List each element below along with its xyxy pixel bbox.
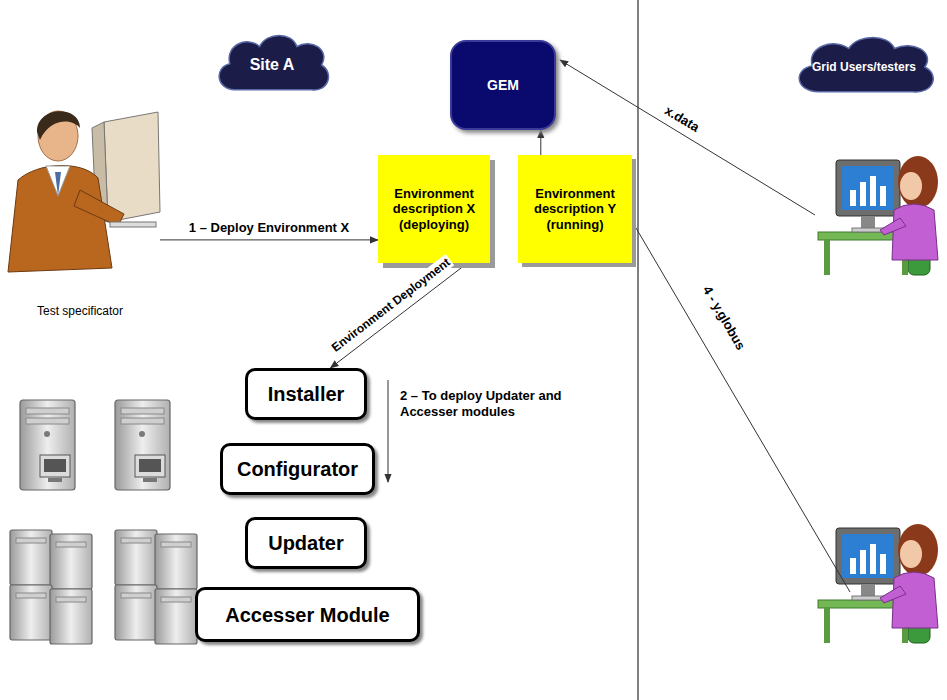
- free-label: 2 – To deploy Updater and Accesser modul…: [398, 388, 602, 419]
- node-text: Installer: [268, 382, 345, 406]
- cloud-outline: [219, 35, 328, 89]
- node-text: Test specificator: [37, 304, 123, 318]
- node-text: Environment description Y (running): [523, 186, 627, 233]
- process-box: Accesser Module: [195, 587, 420, 642]
- user-figure: [818, 156, 938, 275]
- cloud-node: Site A: [210, 28, 334, 102]
- process-box: Updater: [245, 517, 367, 569]
- process-box: Installer: [245, 368, 367, 420]
- connector-arrow: [160, 239, 378, 240]
- user-figure: [818, 524, 938, 643]
- person-node: Test specificator: [0, 95, 160, 320]
- server-tower: [20, 400, 75, 490]
- node-text: Accesser Module: [225, 603, 390, 627]
- free-label: 4 - y.globus: [698, 282, 749, 355]
- connector-arrow: [540, 130, 541, 155]
- edge-label: 1 – Deploy Environment X: [187, 220, 351, 236]
- leader-line: [636, 228, 850, 592]
- server-rack: [115, 530, 197, 644]
- step-arrow: [388, 380, 389, 482]
- node-text: Updater: [268, 531, 344, 555]
- process-box: Environment description Y (running): [518, 155, 632, 263]
- node-text: Site A: [250, 55, 295, 74]
- node-text: GEM: [487, 77, 519, 94]
- divider-line: [638, 0, 639, 700]
- process-box: Environment description X (deploying): [378, 155, 490, 263]
- node-text: Grid Users/testers: [812, 60, 916, 74]
- server-tower: [115, 400, 170, 490]
- connector-arrow: [330, 263, 467, 368]
- server-rack: [10, 530, 92, 644]
- cloud-outline: [799, 37, 933, 91]
- free-label: x.data: [660, 102, 704, 137]
- cloud-node: Grid Users/testers: [788, 30, 940, 104]
- process-box: GEM: [450, 40, 556, 130]
- edge-label: Environment Deployment: [327, 254, 454, 356]
- person-figure: [8, 111, 160, 272]
- node-text: Configurator: [237, 457, 358, 481]
- process-box: Configurator: [220, 443, 375, 495]
- node-text: Environment description X (deploying): [383, 186, 485, 233]
